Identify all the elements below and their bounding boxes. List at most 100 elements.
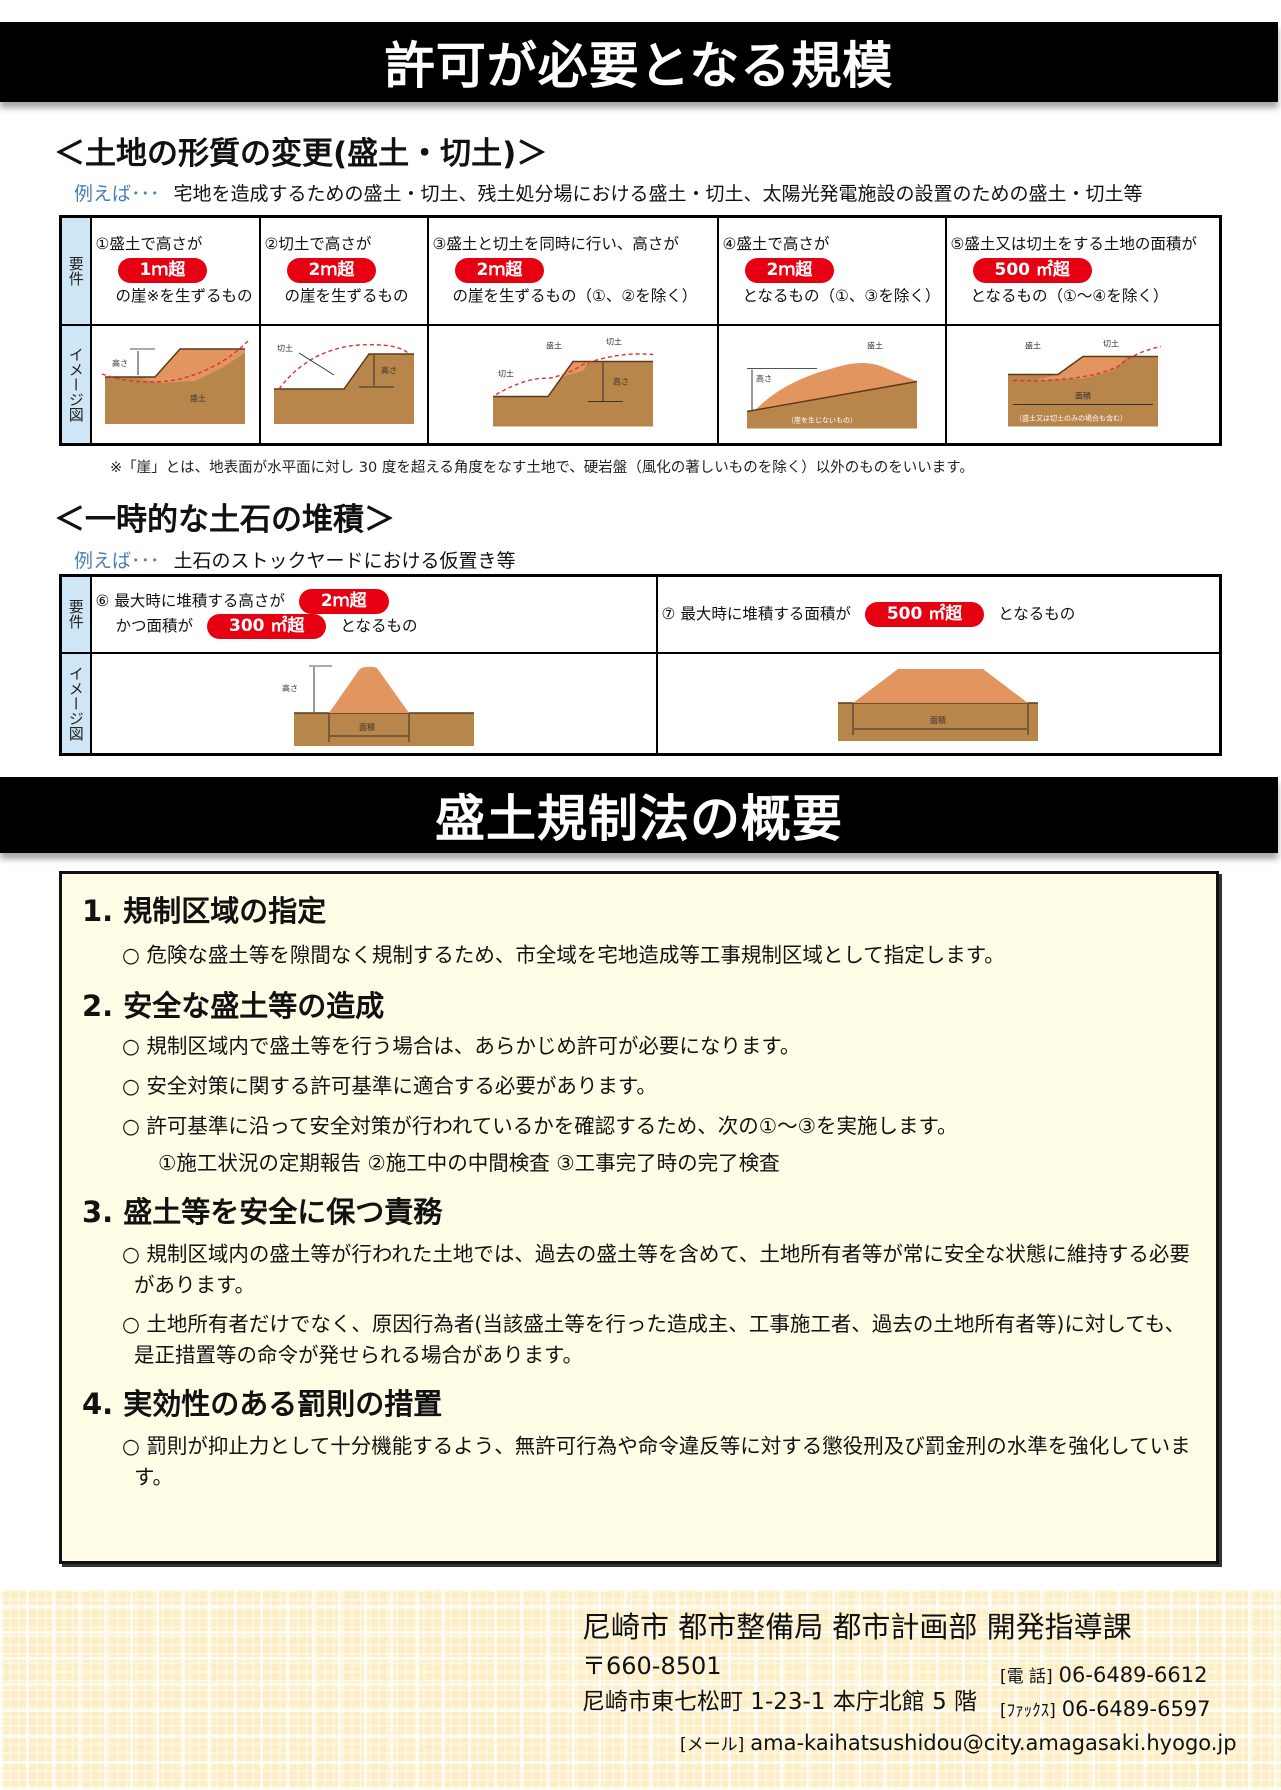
requirement-cell-1: ①盛土で高さが 1ｍ超 の崖※を生ずるもの [89,215,261,326]
example-text: 宅地を造成するための盛土・切土、残土処分場における盛土・切土、太陽光発電施設の設… [173,183,1143,205]
requirement-cell-4: ④盛土で高さが 2ｍ超 となるもの（①、③を除く） [716,215,947,326]
requirement-line1: ①盛土で高さが [95,235,203,254]
overview-bullet: ○ 規制区域内の盛土等が行われた土地では、過去の盛土等を含めて、土地所有者等が常… [122,1242,1190,1297]
svg-text:切土: 切土 [606,337,622,347]
svg-text:切土: 切土 [277,343,293,353]
overview-heading: 2. 安全な盛土等の造成 [82,989,385,1023]
overview-bullet: ○ 安全対策に関する許可基準に適合する必要があります。 [122,1074,657,1098]
requirement-line1: ⑤盛土又は切土をする土地の面積が [950,235,1197,254]
section-title-law-overview: 盛土規制法の概要 [0,777,1278,853]
overview-item-1: 1. 規制区域の指定 ○ 危険な盛土等を隙間なく規制するため、市全域を宅地造成等… [82,888,1196,971]
svg-text:盛土: 盛土 [867,341,883,351]
cut-slope-diagram-icon: 切土 高さ [273,343,414,425]
example-line-a: 例えば･･･ 宅地を造成するための盛土・切土、残土処分場における盛土・切土、太陽光… [74,179,1143,206]
cliff-footnote: ※「崖」とは、地表面が水平面に対し 30 度を超える角度をなす土地で、硬岩盤（風… [110,460,974,476]
diagram-cell-7: 面積 [655,651,1222,756]
example-label: 例えば･･･ [74,183,160,205]
diagram-cell-1: 高さ 盛土 [89,323,261,446]
overview-heading: 1. 規制区域の指定 [82,894,327,928]
pile-area-diagram-icon: 面積 [838,669,1039,742]
inspection-steps: ①施工状況の定期報告 ②施工中の中間検査 ③工事完了時の完了検査 [158,1151,780,1175]
department-name: 尼崎市 都市整備局 都市計画部 開発指導課 [582,1610,1132,1644]
svg-text:切土: 切土 [498,369,514,379]
svg-text:高さ: 高さ [613,377,629,387]
svg-text:高さ: 高さ [112,358,128,368]
svg-text:高さ: 高さ [756,374,772,384]
requirement-line1: ⑦ 最大時に堆積する面積が [661,604,851,623]
section-title-permit-scale: 許可が必要となる規模 [0,22,1278,102]
fax-number: 06-6489-6597 [1061,1697,1211,1721]
email-address[interactable]: ama-kaihatsushidou@city.amagasaki.hyogo.… [750,1731,1237,1755]
requirements-table-land-alteration: 要件 ①盛土で高さが 1ｍ超 の崖※を生ずるもの ②切土で高さが 2ｍ超 の崖を… [59,215,1222,446]
diagram-cell-4: 高さ 盛土 （崖を生じないもの） [716,323,947,446]
svg-text:面積: 面積 [930,715,946,725]
fill-slope-diagram-icon: 高さ 盛土 [101,340,249,425]
requirement-suffix: となるもの [998,604,1076,623]
requirement-line2-suffix: となるもの [340,617,418,636]
fill-and-cut-diagram-icon: 盛土 切土 切土 高さ [492,337,653,427]
threshold-pill-height: 2ｍ超 [298,589,389,615]
example-label: 例えば･･･ [74,550,160,572]
requirement-line1: ④盛土で高さが [722,235,830,254]
row-label-image: イメージ図 [59,651,92,756]
address: 尼崎市東七松町 1-23-1 本庁北館 5 階 [582,1689,978,1715]
threshold-pill: 2ｍ超 [454,258,545,284]
diagram-cell-5: 盛土 切土 面積 （盛土又は切土のみの場合も含む） [944,323,1222,446]
requirement-cell-6: ⑥ 最大時に堆積する高さが 2ｍ超 かつ面積が 300 ㎡超となるもの [89,574,658,654]
subheading-land-alteration: ＜土地の形質の変更(盛土・切土)＞ [54,136,548,172]
area-diagram-icon: 盛土 切土 面積 （盛土又は切土のみの場合も含む） [1007,339,1161,427]
diagram-cell-6: 高さ 面積 [89,651,658,756]
email: [メール]ama-kaihatsushidou@city.amagasaki.h… [680,1730,1237,1755]
postal-code: 〒660-8501 [582,1652,722,1680]
threshold-pill-area: 500 ㎡超 [864,601,985,627]
overview-item-3: 3. 盛土等を安全に保つ責務 ○ 規制区域内の盛土等が行われた土地では、過去の盛… [82,1189,1196,1371]
overview-item-2: 2. 安全な盛土等の造成 ○ 規制区域内で盛土等を行う場合は、あらかじめ許可が必… [82,983,1196,1179]
fill-no-cliff-diagram-icon: 高さ 盛土 （崖を生じないもの） [746,341,917,429]
requirement-line1: ⑥ 最大時に堆積する高さが [95,592,285,611]
requirement-cell-7: ⑦ 最大時に堆積する面積が 500 ㎡超となるもの [655,574,1222,654]
threshold-pill: 1ｍ超 [117,258,208,284]
example-text: 土石のストックヤードにおける仮置き等 [173,550,516,572]
law-overview-box: 1. 規制区域の指定 ○ 危険な盛土等を隙間なく規制するため、市全域を宅地造成等… [59,871,1219,1564]
threshold-pill: 2ｍ超 [744,258,835,284]
requirement-cell-3: ③盛土と切土を同時に行い、高さが 2ｍ超 の崖を生ずるもの（①、②を除く） [426,215,719,326]
svg-text:盛土: 盛土 [190,393,206,403]
svg-text:盛土: 盛土 [546,341,562,351]
svg-text:面積: 面積 [1075,391,1091,401]
threshold-pill: 2ｍ超 [286,258,377,284]
svg-text:高さ: 高さ [282,683,298,693]
row-label-requirements: 要件 [59,574,92,654]
requirement-line2: の崖を生ずるもの（①、②を除く） [452,287,698,306]
svg-text:（崖を生じないもの）: （崖を生じないもの） [787,416,857,425]
pile-height-diagram-icon: 高さ 面積 [282,665,474,747]
requirement-line2-prefix: かつ面積が [115,617,194,636]
overview-item-4: 4. 実効性のある罰則の措置 ○ 罰則が抑止力として十分機能するよう、無許可行為… [82,1381,1196,1493]
row-label-requirements: 要件 [59,215,92,326]
diagram-cell-3: 盛土 切土 切土 高さ [426,323,719,446]
requirement-line2: となるもの（①～④を除く） [970,287,1169,306]
overview-heading: 3. 盛土等を安全に保つ責務 [82,1195,443,1229]
requirement-line2: となるもの（①、③を除く） [742,287,941,306]
phone: [電 話]06-6489-6612 [1000,1662,1207,1687]
fax: [ﾌｧｯｸｽ]06-6489-6597 [1000,1696,1211,1721]
requirement-cell-5: ⑤盛土又は切土をする土地の面積が 500 ㎡超 となるもの（①～④を除く） [944,215,1222,326]
overview-bullet: ○ 土地所有者だけでなく、原因行為者(当該盛土等を行った造成主、工事施工者、過去… [122,1312,1186,1367]
subheading-temporary-deposit: ＜一時的な土石の堆積＞ [54,502,395,538]
diagram-cell-2: 切土 高さ [258,323,429,446]
example-line-b: 例えば･･･ 土石のストックヤードにおける仮置き等 [74,546,516,573]
overview-bullet: ○ 罰則が抑止力として十分機能するよう、無許可行為や命令違反等に対する懲役刑及び… [122,1434,1191,1489]
svg-text:切土: 切土 [1103,339,1119,349]
svg-text:盛土: 盛土 [1025,341,1041,351]
threshold-pill: 500 ㎡超 [972,258,1092,284]
svg-text:高さ: 高さ [381,365,397,375]
requirement-line2: の崖※を生ずるもの [115,287,253,306]
svg-text:面積: 面積 [359,722,375,732]
phone-label: [電 話] [1000,1667,1053,1687]
threshold-pill-area: 300 ㎡超 [207,614,327,640]
overview-bullet: ○ 危険な盛土等を隙間なく規制するため、市全域を宅地造成等工事規制区域として指定… [122,943,1005,967]
overview-heading: 4. 実効性のある罰則の措置 [82,1387,443,1421]
requirement-cell-2: ②切土で高さが 2ｍ超 の崖を生ずるもの [258,215,429,326]
requirement-line1: ②切土で高さが [264,235,372,254]
overview-bullet: ○ 規制区域内で盛土等を行う場合は、あらかじめ許可が必要になります。 [122,1034,801,1058]
